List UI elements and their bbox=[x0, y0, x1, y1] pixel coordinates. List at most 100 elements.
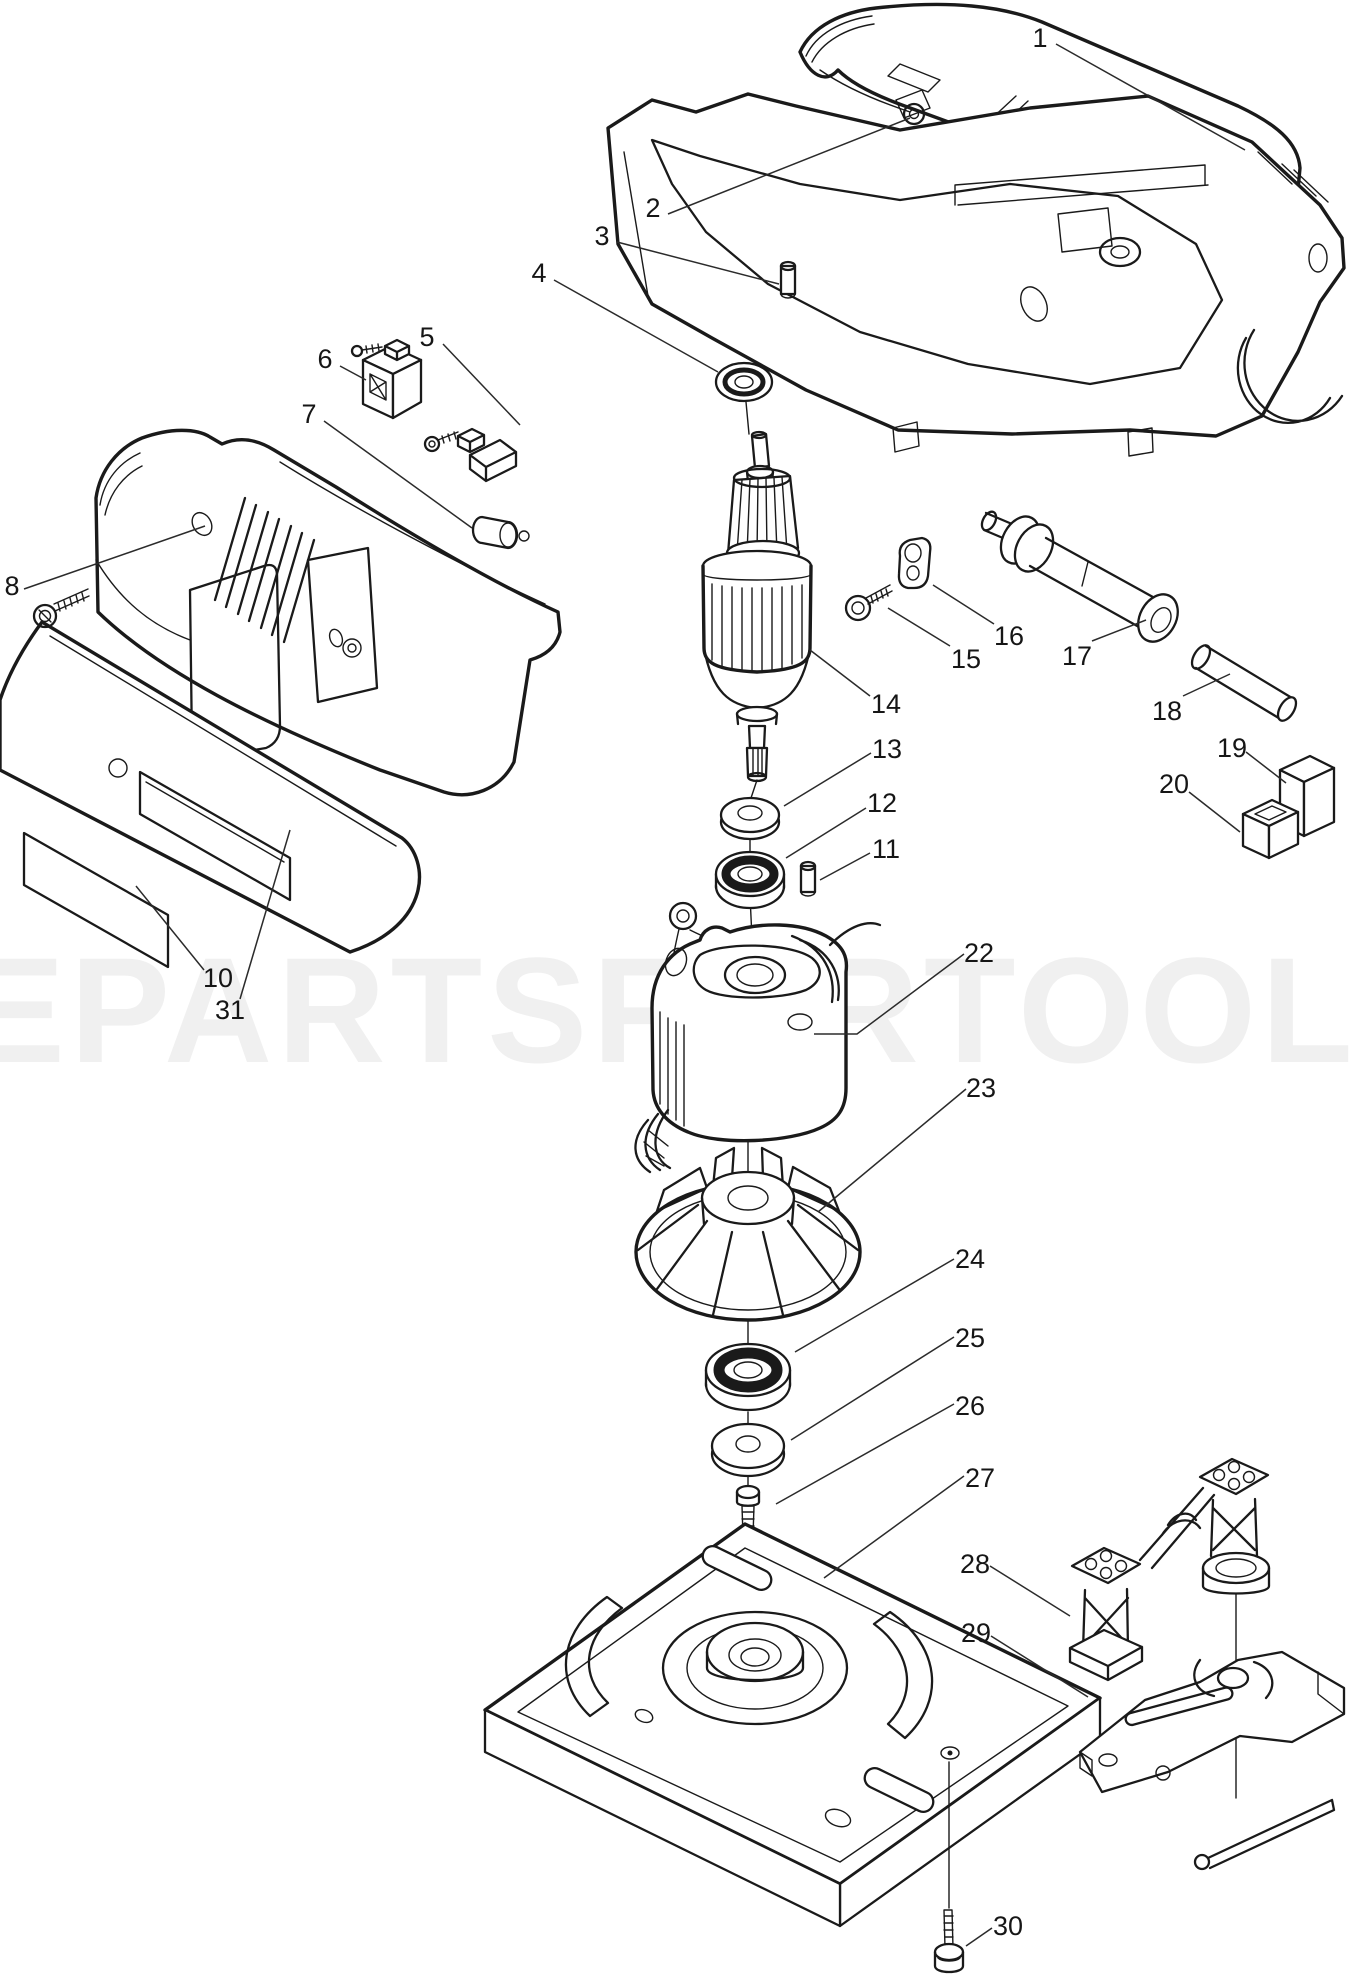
leader-line-3 bbox=[616, 241, 780, 285]
leader-line-8 bbox=[23, 525, 206, 590]
body-top-oval-hole bbox=[191, 511, 213, 537]
leader-line-24 bbox=[794, 1258, 955, 1353]
part-number-29: 29 bbox=[961, 1618, 991, 1648]
base-skirt bbox=[0, 620, 422, 954]
part-number-5: 5 bbox=[419, 322, 434, 352]
part-number-30: 30 bbox=[993, 1911, 1023, 1941]
flat-washer-upper bbox=[719, 796, 781, 841]
housing-oval-hole-a bbox=[1020, 286, 1048, 322]
clamp-plate bbox=[897, 536, 932, 590]
base-plate bbox=[483, 1522, 1102, 1928]
leader-line-25 bbox=[790, 1336, 955, 1441]
leader-line-28 bbox=[989, 1565, 1071, 1617]
sleeve-tube bbox=[1190, 644, 1298, 722]
switch-button bbox=[471, 515, 530, 550]
leader-line-10 bbox=[135, 885, 205, 971]
callout-12: 12 bbox=[785, 788, 897, 859]
callout-15: 15 bbox=[887, 607, 981, 674]
motor-housing-details bbox=[623, 151, 1329, 457]
part-number-1: 1 bbox=[1032, 23, 1047, 53]
body-side-circle-inner bbox=[347, 643, 357, 653]
callout-26: 26 bbox=[775, 1391, 985, 1505]
part-number-12: 12 bbox=[867, 788, 897, 818]
housing-oval-hole-b bbox=[1308, 243, 1328, 273]
part-number-6: 6 bbox=[317, 344, 332, 374]
callout-25: 25 bbox=[790, 1323, 985, 1441]
skirt-window-inner bbox=[145, 781, 285, 863]
left-housing-group bbox=[0, 428, 562, 969]
lower-bearing bbox=[704, 1342, 792, 1412]
connector-block bbox=[361, 344, 423, 420]
callout-8: 8 bbox=[4, 525, 206, 601]
leader-line-6 bbox=[339, 365, 367, 381]
part-number-16: 16 bbox=[994, 621, 1024, 651]
leader-line-30 bbox=[965, 1927, 993, 1947]
part-number-22: 22 bbox=[964, 938, 994, 968]
callout-31: 31 bbox=[215, 829, 291, 1025]
switch-terminal-parts bbox=[423, 427, 518, 483]
callout-5: 5 bbox=[419, 322, 521, 426]
leader-line-19 bbox=[1245, 751, 1287, 784]
brush-holder bbox=[1241, 798, 1300, 860]
part-number-17: 17 bbox=[1062, 641, 1092, 671]
part-number-3: 3 bbox=[594, 221, 609, 251]
pan-head-screw bbox=[844, 584, 893, 622]
part-number-27: 27 bbox=[965, 1463, 995, 1493]
housing-screw bbox=[32, 588, 90, 629]
part-number-7: 7 bbox=[301, 399, 316, 429]
upper-bearing bbox=[714, 361, 774, 403]
handle-cover-detail-lines bbox=[805, 15, 941, 119]
retaining-ring bbox=[902, 102, 926, 126]
callout-7: 7 bbox=[301, 399, 473, 529]
cooling-fan bbox=[634, 1146, 862, 1322]
callout-30: 30 bbox=[965, 1911, 1023, 1947]
leader-line-29 bbox=[990, 1635, 1089, 1698]
pad-bracket bbox=[1078, 1650, 1346, 1871]
leader-line-4 bbox=[553, 279, 719, 373]
leader-line-23 bbox=[817, 1088, 967, 1213]
body-side-circle bbox=[342, 638, 362, 658]
part-number-19: 19 bbox=[1217, 733, 1247, 763]
leader-line-26 bbox=[775, 1403, 955, 1505]
leader-line-14 bbox=[809, 649, 871, 697]
base-screw bbox=[933, 1909, 965, 1974]
leader-line-20 bbox=[1188, 791, 1241, 833]
leader-line-2 bbox=[667, 117, 911, 215]
callout-4: 4 bbox=[531, 258, 719, 373]
callout-14: 14 bbox=[809, 649, 901, 719]
callout-19: 19 bbox=[1217, 733, 1287, 784]
foot-assembly bbox=[1068, 1457, 1271, 1799]
leader-line-11 bbox=[819, 852, 871, 881]
vent-slats bbox=[213, 496, 316, 644]
leader-line-7 bbox=[323, 420, 473, 529]
part-number-11: 11 bbox=[872, 834, 900, 864]
leader-line-18 bbox=[1182, 673, 1231, 697]
skirt-hole bbox=[108, 758, 128, 778]
middle-bearing bbox=[714, 850, 786, 910]
part-number-25: 25 bbox=[955, 1323, 985, 1353]
part-number-14: 14 bbox=[871, 689, 901, 719]
leader-line-17 bbox=[1091, 619, 1147, 642]
callout-11: 11 bbox=[819, 834, 900, 881]
callout-17: 17 bbox=[1062, 619, 1147, 671]
callout-1: 1 bbox=[1032, 23, 1246, 151]
motor-housing-half bbox=[606, 92, 1346, 438]
leader-line-13 bbox=[783, 752, 872, 807]
callout-29: 29 bbox=[961, 1618, 1089, 1698]
callouts-layer: 1234567810111213141516171819202223242526… bbox=[4, 23, 1287, 1947]
flat-washer-lower bbox=[710, 1422, 786, 1478]
lower-pin bbox=[799, 860, 817, 897]
motor-housing-arch-cutout bbox=[1236, 328, 1344, 425]
skirt-window bbox=[138, 770, 292, 902]
upper-pin bbox=[779, 260, 797, 299]
body-detail-lines bbox=[95, 452, 546, 641]
leader-line-27 bbox=[823, 1475, 965, 1579]
shaft-parts-group bbox=[844, 510, 1336, 860]
leader-line-31 bbox=[239, 829, 291, 1000]
leader-line-5 bbox=[442, 343, 521, 426]
part-number-8: 8 bbox=[4, 571, 19, 601]
part-number-4: 4 bbox=[531, 258, 546, 288]
sander-body bbox=[94, 428, 562, 797]
